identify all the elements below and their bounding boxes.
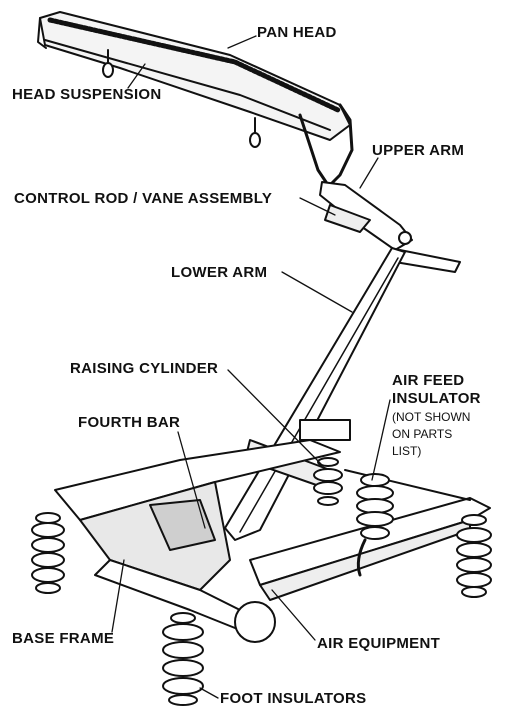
leader-upper-arm: [359, 157, 379, 189]
leader-fourth-bar: [177, 431, 206, 529]
vane-assembly: [324, 204, 461, 273]
foot-insulator-left: [31, 512, 65, 594]
head-spring: [102, 62, 114, 78]
leader-lower-arm: [281, 271, 353, 313]
leader-pan-head: [227, 35, 257, 49]
label-control-rod: CONTROL ROD / VANE ASSEMBLY: [14, 190, 273, 207]
foot-insulator-rear: [313, 457, 343, 506]
leader-head-suspension: [127, 63, 146, 89]
foot-insulator-right: [456, 514, 492, 598]
label-upper-arm: UPPER ARM: [372, 142, 465, 159]
label-fourth-bar: FOURTH BAR: [78, 414, 181, 431]
leader-raising-cylinder: [227, 369, 323, 466]
fourth-bar-mechanism: [149, 499, 216, 551]
air-equipment-tank-end: [234, 601, 276, 643]
pan-head: [37, 11, 354, 190]
base-frame-part: [54, 439, 491, 643]
knuckle-pivot: [398, 231, 412, 245]
upper-arm: [319, 181, 413, 251]
leader-air-equipment: [271, 589, 316, 641]
label-air-equipment: AIR EQUIPMENT: [317, 635, 441, 652]
note-air-feed-line3: LIST): [392, 444, 422, 458]
label-head-suspension: HEAD SUSPENSION: [12, 86, 162, 103]
note-air-feed-line2: ON PARTS: [392, 427, 453, 441]
head-spring: [249, 132, 261, 148]
label-lower-arm: LOWER ARM: [171, 264, 268, 281]
label-raising-cylinder: RAISING CYLINDER: [70, 360, 219, 377]
air-feed-insulator-part: [356, 473, 394, 577]
foot-insulator-front: [162, 612, 204, 706]
label-pan-head: PAN HEAD: [257, 24, 337, 41]
leader-air-feed-insulator: [371, 399, 391, 481]
leader-lines: [111, 35, 391, 699]
label-air-feed-line2: INSULATOR: [392, 390, 481, 407]
leader-foot-insulators: [199, 687, 219, 699]
leader-control-rod: [299, 197, 336, 216]
label-foot-insulators: FOOT INSULATORS: [220, 690, 367, 707]
leader-base-frame: [111, 559, 125, 633]
label-base-frame: BASE FRAME: [12, 630, 115, 647]
label-air-feed-line1: AIR FEED: [392, 372, 465, 389]
note-air-feed-line1: (NOT SHOWN: [392, 410, 471, 424]
